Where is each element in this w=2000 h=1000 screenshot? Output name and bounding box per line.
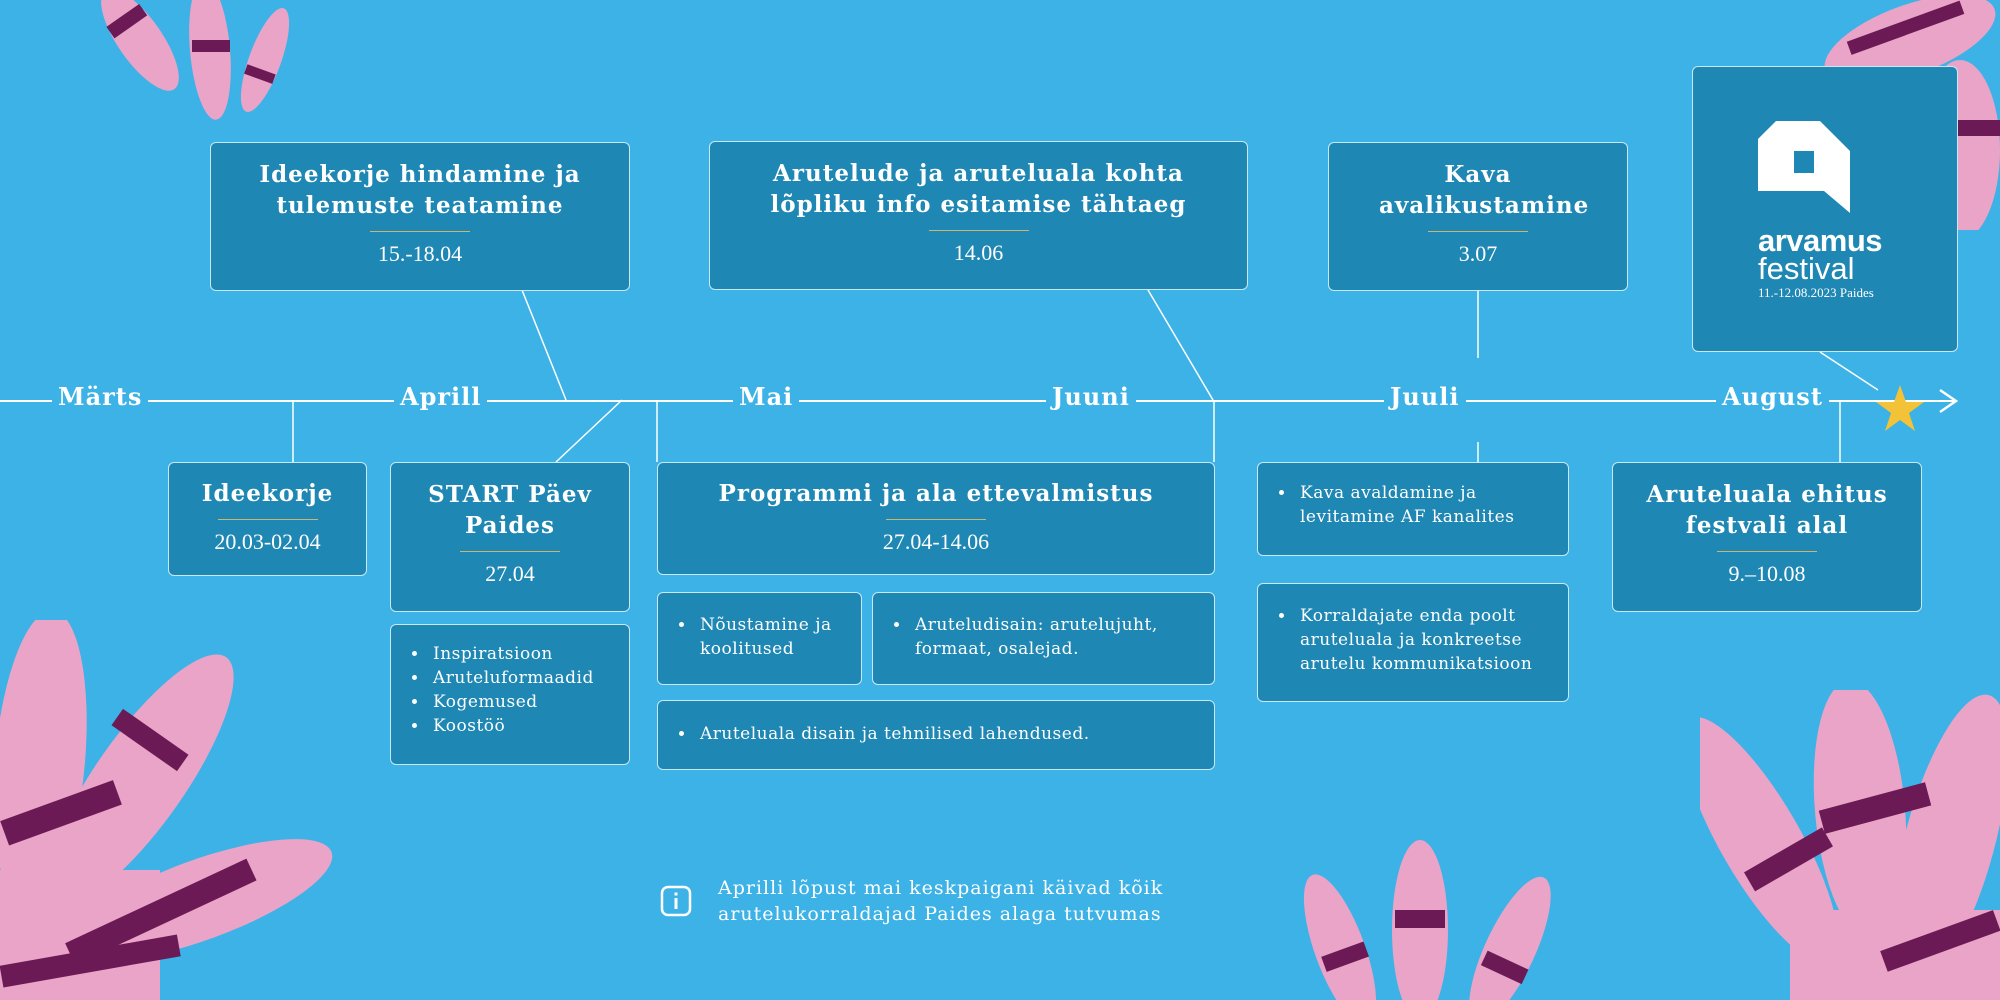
logo-word-arvamus: arvamus — [1758, 223, 1883, 258]
event-ideekorje: Ideekorje 20.03-02.04 — [168, 462, 367, 576]
logo-dates: 11.-12.08.2023 Paides — [1758, 285, 1874, 300]
info-icon — [660, 885, 692, 917]
month-label-juuli: Juuli — [1384, 380, 1466, 414]
divider — [1717, 551, 1817, 552]
event-ideekorje-hindamine: Ideekorje hindamine ja tulemuste teatami… — [210, 142, 630, 291]
event-title: Ideekorje hindamine ja tulemuste teatami… — [259, 161, 581, 219]
event-date: 9.–10.08 — [1728, 561, 1806, 586]
event-title: Kava avalikustamine — [1379, 161, 1590, 219]
divider — [460, 551, 560, 552]
leaf-decoration-bottom-center — [1303, 840, 1551, 1000]
event-date: 15.-18.04 — [377, 241, 463, 266]
list-item: Koostöö — [429, 714, 619, 738]
list-kava-avaldamine: Kava avaldamine ja levitamine AF kanalit… — [1257, 462, 1569, 556]
event-title: Programmi ja ala ettevalmistus — [718, 480, 1154, 507]
festival-logo-box: arvamus festival 11.-12.08.2023 Paides — [1692, 66, 1958, 352]
divider — [217, 519, 318, 520]
month-label-aprill: Aprill — [394, 380, 488, 414]
list-item: Aruteluformaadid — [429, 666, 619, 690]
list-item: Aruteluala disain ja tehnilised lahendus… — [696, 722, 1204, 746]
leaf-decoration-bottom-right — [1700, 690, 2000, 1000]
divider — [1428, 231, 1528, 232]
divider — [886, 519, 986, 520]
month-label-mai: Mai — [733, 380, 800, 414]
info-note-text: Aprilli lõpust mai keskpaigani käivad kõ… — [718, 877, 1164, 925]
list-item: Korraldajate enda poolt aruteluala ja ko… — [1296, 604, 1558, 676]
event-kava-avalikustamine: Kava avalikustamine 3.07 — [1328, 142, 1628, 291]
arvamusfestival-logo-icon — [1758, 121, 1850, 213]
event-date: 27.04 — [485, 561, 535, 586]
event-programmi-ettevalmistus: Programmi ja ala ettevalmistus 27.04-14.… — [657, 462, 1215, 575]
month-label-august: August — [1716, 380, 1829, 414]
event-date: 27.04-14.06 — [882, 529, 990, 554]
logo-word-festival: festival — [1758, 251, 1855, 286]
list-aruteludisain: Aruteludisain: arutelujuht, formaat, osa… — [872, 592, 1215, 685]
month-label-marts: Märts — [52, 380, 149, 414]
event-date: 3.07 — [1458, 241, 1498, 266]
timeline-line — [0, 400, 1955, 402]
event-title: Ideekorje — [201, 480, 334, 507]
event-title: Aruteluala ehitus festvali alal — [1646, 481, 1888, 539]
list-aruteluala-disain: Aruteluala disain ja tehnilised lahendus… — [657, 700, 1215, 770]
leaf-decoration-bottom-left — [0, 620, 333, 1000]
list-item: Kava avaldamine ja levitamine AF kanalit… — [1296, 481, 1558, 529]
star-icon — [1876, 385, 1924, 431]
event-date: 14.06 — [953, 240, 1004, 265]
leaf-decoration-top-left — [101, 0, 290, 120]
list-item: Nõustamine ja koolitused — [696, 613, 851, 661]
list-item: Inspiratsioon — [429, 642, 619, 666]
event-date: 20.03-02.04 — [214, 529, 321, 554]
divider — [928, 230, 1029, 231]
list-kommunikatsioon: Korraldajate enda poolt aruteluala ja ko… — [1257, 583, 1569, 702]
event-info-deadline: Arutelude ja aruteluala kohta lõpliku in… — [709, 141, 1248, 290]
event-start-paev: START Päev Paides 27.04 — [390, 462, 630, 612]
event-title: START Päev Paides — [428, 481, 592, 539]
event-title: Arutelude ja aruteluala kohta lõpliku in… — [770, 160, 1187, 218]
timeline-arrow-icon — [1939, 388, 1959, 414]
divider — [370, 231, 470, 232]
list-start-topics: Inspiratsioon Aruteluformaadid Kogemused… — [390, 624, 630, 765]
event-aruteluala-ehitus: Aruteluala ehitus festvali alal 9.–10.08 — [1612, 462, 1922, 612]
list-noustamine: Nõustamine ja koolitused — [657, 592, 862, 685]
list-item: Aruteludisain: arutelujuht, formaat, osa… — [911, 613, 1204, 661]
list-item: Kogemused — [429, 690, 619, 714]
month-label-juuni: Juuni — [1046, 380, 1136, 414]
